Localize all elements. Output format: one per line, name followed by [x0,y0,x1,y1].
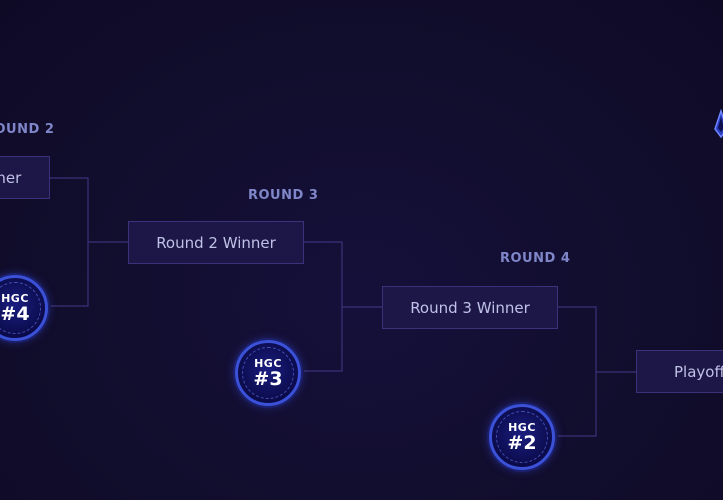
round3-match-box[interactable]: Round 2 Winner [128,221,304,264]
round2-connector [50,177,89,307]
seed-badge-4[interactable]: HGC #4 [0,275,48,341]
seed-4-label: HGC [1,291,29,305]
round2-match-text: Round 1 Winner [0,168,22,187]
round4-match-box[interactable]: Round 3 Winner [382,286,558,329]
seed-badge-3[interactable]: HGC #3 [235,340,301,406]
playoff-match-text: Playoff [674,362,723,381]
round4-connector [558,306,597,437]
seed-2-label: HGC [508,420,536,434]
round3-match-text: Round 2 Winner [156,233,276,252]
seed-3-label: HGC [254,356,282,370]
round2-label: ROUND 2 [0,122,55,137]
round3-label: ROUND 3 [248,188,319,203]
round4-match-text: Round 3 Winner [410,298,530,317]
seed-badge-2[interactable]: HGC #2 [489,404,555,470]
hgc-logo-icon [714,109,723,139]
seed-4-number: #4 [0,302,30,325]
seed-2-number: #2 [507,431,537,454]
round3-connector [304,241,343,372]
round2-match-box[interactable]: Round 1 Winner [0,156,50,199]
playoff-match-box[interactable]: Playoff [636,350,723,393]
round4-label: ROUND 4 [500,251,571,266]
seed-3-number: #3 [253,367,283,390]
